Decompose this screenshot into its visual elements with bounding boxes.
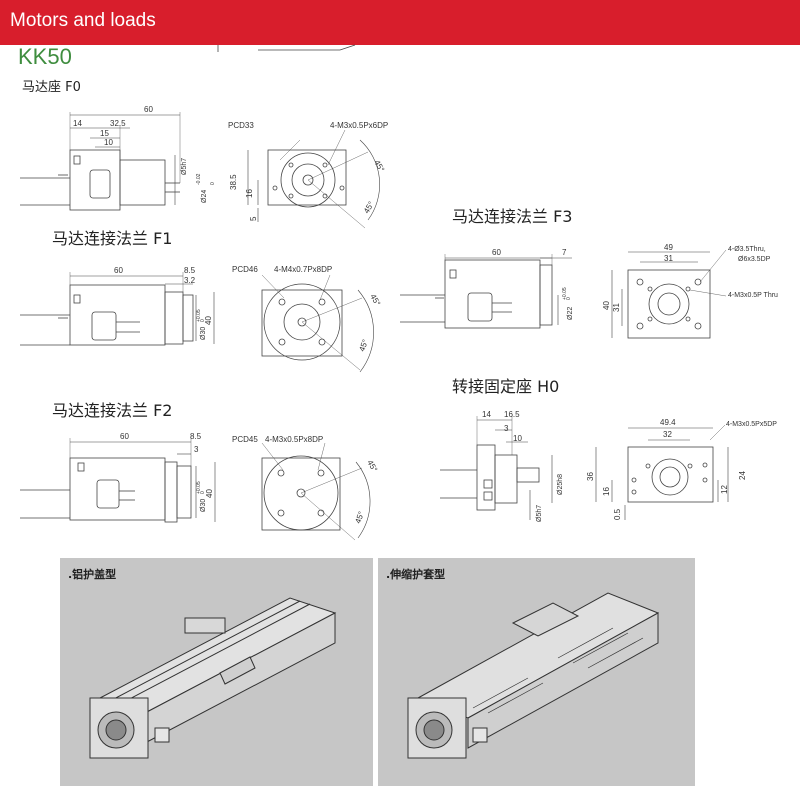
f0-holes: 4-M3x0.5Px6DP bbox=[330, 121, 388, 130]
f0-title: 马达座 F0 bbox=[22, 80, 81, 95]
h0-side-view bbox=[440, 416, 553, 520]
f3-front-view bbox=[611, 249, 727, 339]
photo-label-aluminum: .铝护盖型 bbox=[68, 568, 117, 581]
h0-dim-c: 3 bbox=[504, 424, 509, 433]
f2-angle-2: 45° bbox=[353, 510, 366, 524]
h0-dim-h1: 36 bbox=[586, 472, 595, 481]
f2-holes: 4-M3x0.5Px8DP bbox=[265, 435, 323, 444]
f0-front-view bbox=[247, 129, 380, 229]
f2-title: 马达连接法兰 F2 bbox=[52, 401, 173, 420]
f2-dim-total: 60 bbox=[120, 432, 129, 441]
f0-angle-2: 45° bbox=[362, 200, 376, 215]
f2-side-view bbox=[20, 438, 216, 523]
f1-dim-a: 8.5 bbox=[184, 266, 196, 275]
f2-front-view bbox=[261, 442, 371, 541]
h0-dim-b: 16.5 bbox=[504, 410, 520, 419]
f0-dim-total: 60 bbox=[144, 105, 153, 114]
h0-dim-h2: 16 bbox=[602, 487, 611, 496]
f2-dim-b: 3 bbox=[194, 445, 199, 454]
f3-dim-h1: 40 bbox=[602, 301, 611, 310]
f0-dim-a: 14 bbox=[73, 119, 82, 128]
f1-title: 马达连接法兰 F1 bbox=[52, 229, 173, 248]
f0-dim-h3: 5 bbox=[249, 216, 258, 221]
h0-holes: 4-M3x0.5Px5DP bbox=[726, 421, 777, 428]
f1-front-view bbox=[261, 274, 374, 373]
f3-side-view bbox=[400, 254, 572, 329]
f1-dim-total: 60 bbox=[114, 266, 123, 275]
h0-dim-a: 14 bbox=[482, 410, 491, 419]
f0-dim-c: 15 bbox=[100, 129, 109, 138]
f0-dim-shaft: Ø5h7 bbox=[181, 158, 188, 175]
f0-dim-h1: 38.5 bbox=[229, 174, 238, 190]
f2-dim-tol-top: +0.05 bbox=[196, 481, 202, 494]
h0-dim-v2: 12 bbox=[720, 485, 729, 494]
h0-dim-w2: 32 bbox=[663, 430, 672, 439]
f3-title: 马达连接法兰 F3 bbox=[452, 207, 573, 226]
f2-angle-1: 45° bbox=[365, 459, 379, 474]
actuator-aluminum-illustration bbox=[89, 597, 337, 759]
f1-side-view bbox=[20, 272, 215, 346]
f1-dim-sq: 40 bbox=[204, 316, 213, 325]
actuator-bellows-illustration bbox=[407, 592, 660, 759]
f3-dim-w2: 31 bbox=[664, 254, 673, 263]
f1-angle-2: 45° bbox=[357, 338, 370, 352]
h0-dim-h3: 0.5 bbox=[613, 508, 622, 520]
f2-dim-a: 8.5 bbox=[190, 432, 202, 441]
header-title: Motors and loads bbox=[10, 10, 156, 31]
f3-holes-1b: Ø6x3.5DP bbox=[738, 256, 771, 263]
f0-dim-boss: Ø24 bbox=[201, 190, 208, 203]
f0-side-view bbox=[20, 112, 181, 211]
photo-bellows-cover: .伸缩护套型 bbox=[378, 558, 695, 786]
h0-title: 转接固定座 H0 bbox=[452, 377, 560, 396]
f0-dim-boss-tol-bot: 0 bbox=[210, 182, 216, 185]
f0-dim-h2: 16 bbox=[245, 189, 254, 198]
f2-dim-tol-bot: 0 bbox=[200, 491, 206, 494]
photo-aluminum-cover: .铝护盖型 bbox=[60, 558, 373, 786]
f1-angle-1: 45° bbox=[368, 293, 382, 308]
f2-pcd: PCD45 bbox=[232, 435, 258, 444]
model-code: KK50 bbox=[18, 44, 72, 69]
f3-dim-h2: 31 bbox=[612, 303, 621, 312]
f2-dim-sq: 40 bbox=[205, 489, 214, 498]
f0-dim-d: 10 bbox=[104, 138, 113, 147]
header-partial-drawing bbox=[217, 44, 356, 52]
f0-pcd: PCD33 bbox=[228, 121, 254, 130]
h0-dim-w1: 49.4 bbox=[660, 418, 676, 427]
f3-holes-2: 4-M3x0.5P Thru bbox=[728, 292, 778, 299]
f3-dim-total: 60 bbox=[492, 248, 501, 257]
f2-dim-bore: Ø30 bbox=[200, 499, 207, 512]
h0-dim-d: 10 bbox=[513, 434, 522, 443]
f0-dim-boss-tol-top: -0.02 bbox=[196, 173, 202, 185]
f1-dim-bore: Ø30 bbox=[200, 327, 207, 340]
f1-dim-tol-bot: 0 bbox=[200, 319, 206, 322]
f1-dim-b: 3.2 bbox=[184, 276, 196, 285]
photo-label-bellows: .伸缩护套型 bbox=[386, 568, 446, 581]
h0-dim-shaft-2: Ø5h7 bbox=[536, 505, 543, 522]
f3-dim-tol-bot: 0 bbox=[566, 297, 572, 300]
h0-front-view bbox=[595, 424, 729, 520]
f1-dim-tol-top: +0.05 bbox=[196, 309, 202, 322]
h0-dim-v1: 24 bbox=[738, 471, 747, 480]
f3-dim-tol-top: +0.05 bbox=[562, 287, 568, 300]
h0-dim-shaft-1: Ø25h8 bbox=[557, 474, 564, 495]
f1-pcd: PCD46 bbox=[232, 265, 258, 274]
f1-holes: 4-M4x0.7Px8DP bbox=[274, 265, 332, 274]
f0-angle-1: 45° bbox=[372, 159, 386, 174]
f3-dim-a: 7 bbox=[562, 248, 567, 257]
f3-holes-1: 4-Ø3.5Thru, bbox=[728, 246, 766, 253]
header-bar: Motors and loads bbox=[0, 0, 800, 45]
f0-dim-b: 32.5 bbox=[110, 119, 126, 128]
f3-dim-w1: 49 bbox=[664, 243, 673, 252]
f3-dim-bore: Ø22 bbox=[567, 307, 574, 320]
